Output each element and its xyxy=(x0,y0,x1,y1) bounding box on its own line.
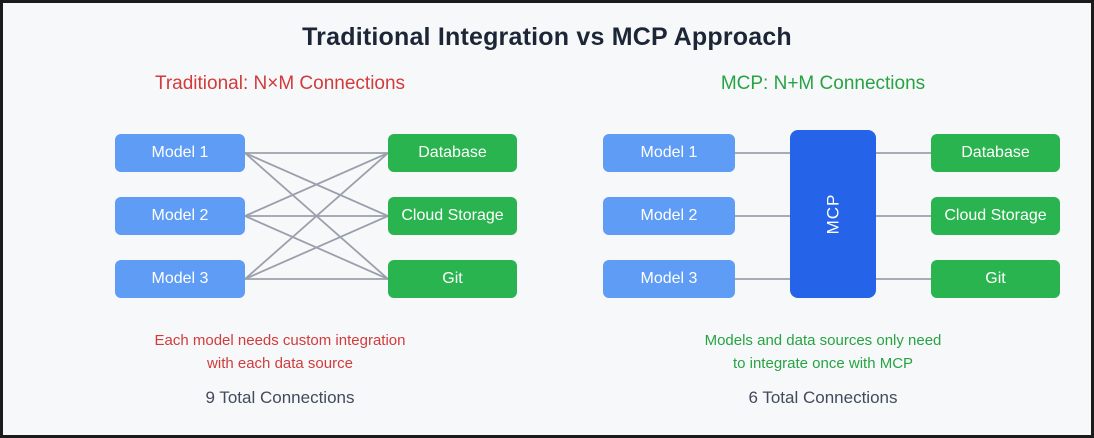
node-mcp-hub: MCP xyxy=(790,130,876,298)
mcp-note-line2: to integrate once with MCP xyxy=(732,355,914,372)
node-mcp-database: Database xyxy=(931,134,1060,172)
node-mcp-model-1: Model 1 xyxy=(603,134,735,172)
node-mcp-cloud-storage: Cloud Storage xyxy=(931,197,1060,235)
traditional-note-line2: with each data source xyxy=(207,355,353,372)
node-traditional-model-1: Model 1 xyxy=(115,134,245,172)
node-traditional-git: Git xyxy=(388,260,517,298)
traditional-panel-header: Traditional: N×M Connections xyxy=(154,73,406,94)
traditional-note: Each model needs custom integration with… xyxy=(115,329,445,375)
node-traditional-model-2: Model 2 xyxy=(115,197,245,235)
traditional-total-connections: 9 Total Connections xyxy=(205,388,355,407)
mcp-total-connections: 6 Total Connections xyxy=(748,388,898,407)
traditional-note-line1: Each model needs custom integration xyxy=(154,332,406,349)
traditional-nxm-lines xyxy=(244,152,389,280)
node-mcp-git: Git xyxy=(931,260,1060,298)
node-traditional-model-3: Model 3 xyxy=(115,260,245,298)
node-mcp-model-3: Model 3 xyxy=(603,260,735,298)
node-traditional-database: Database xyxy=(388,134,517,172)
mcp-panel-header: MCP: N+M Connections xyxy=(720,73,926,94)
node-traditional-cloud-storage: Cloud Storage xyxy=(388,197,517,235)
node-mcp-model-2: Model 2 xyxy=(603,197,735,235)
page-title: Traditional Integration vs MCP Approach xyxy=(302,23,792,51)
mcp-hub-label: MCP xyxy=(823,193,842,235)
mcp-note-line1: Models and data sources only need xyxy=(704,332,942,349)
mcp-note: Models and data sources only need to int… xyxy=(658,329,988,375)
